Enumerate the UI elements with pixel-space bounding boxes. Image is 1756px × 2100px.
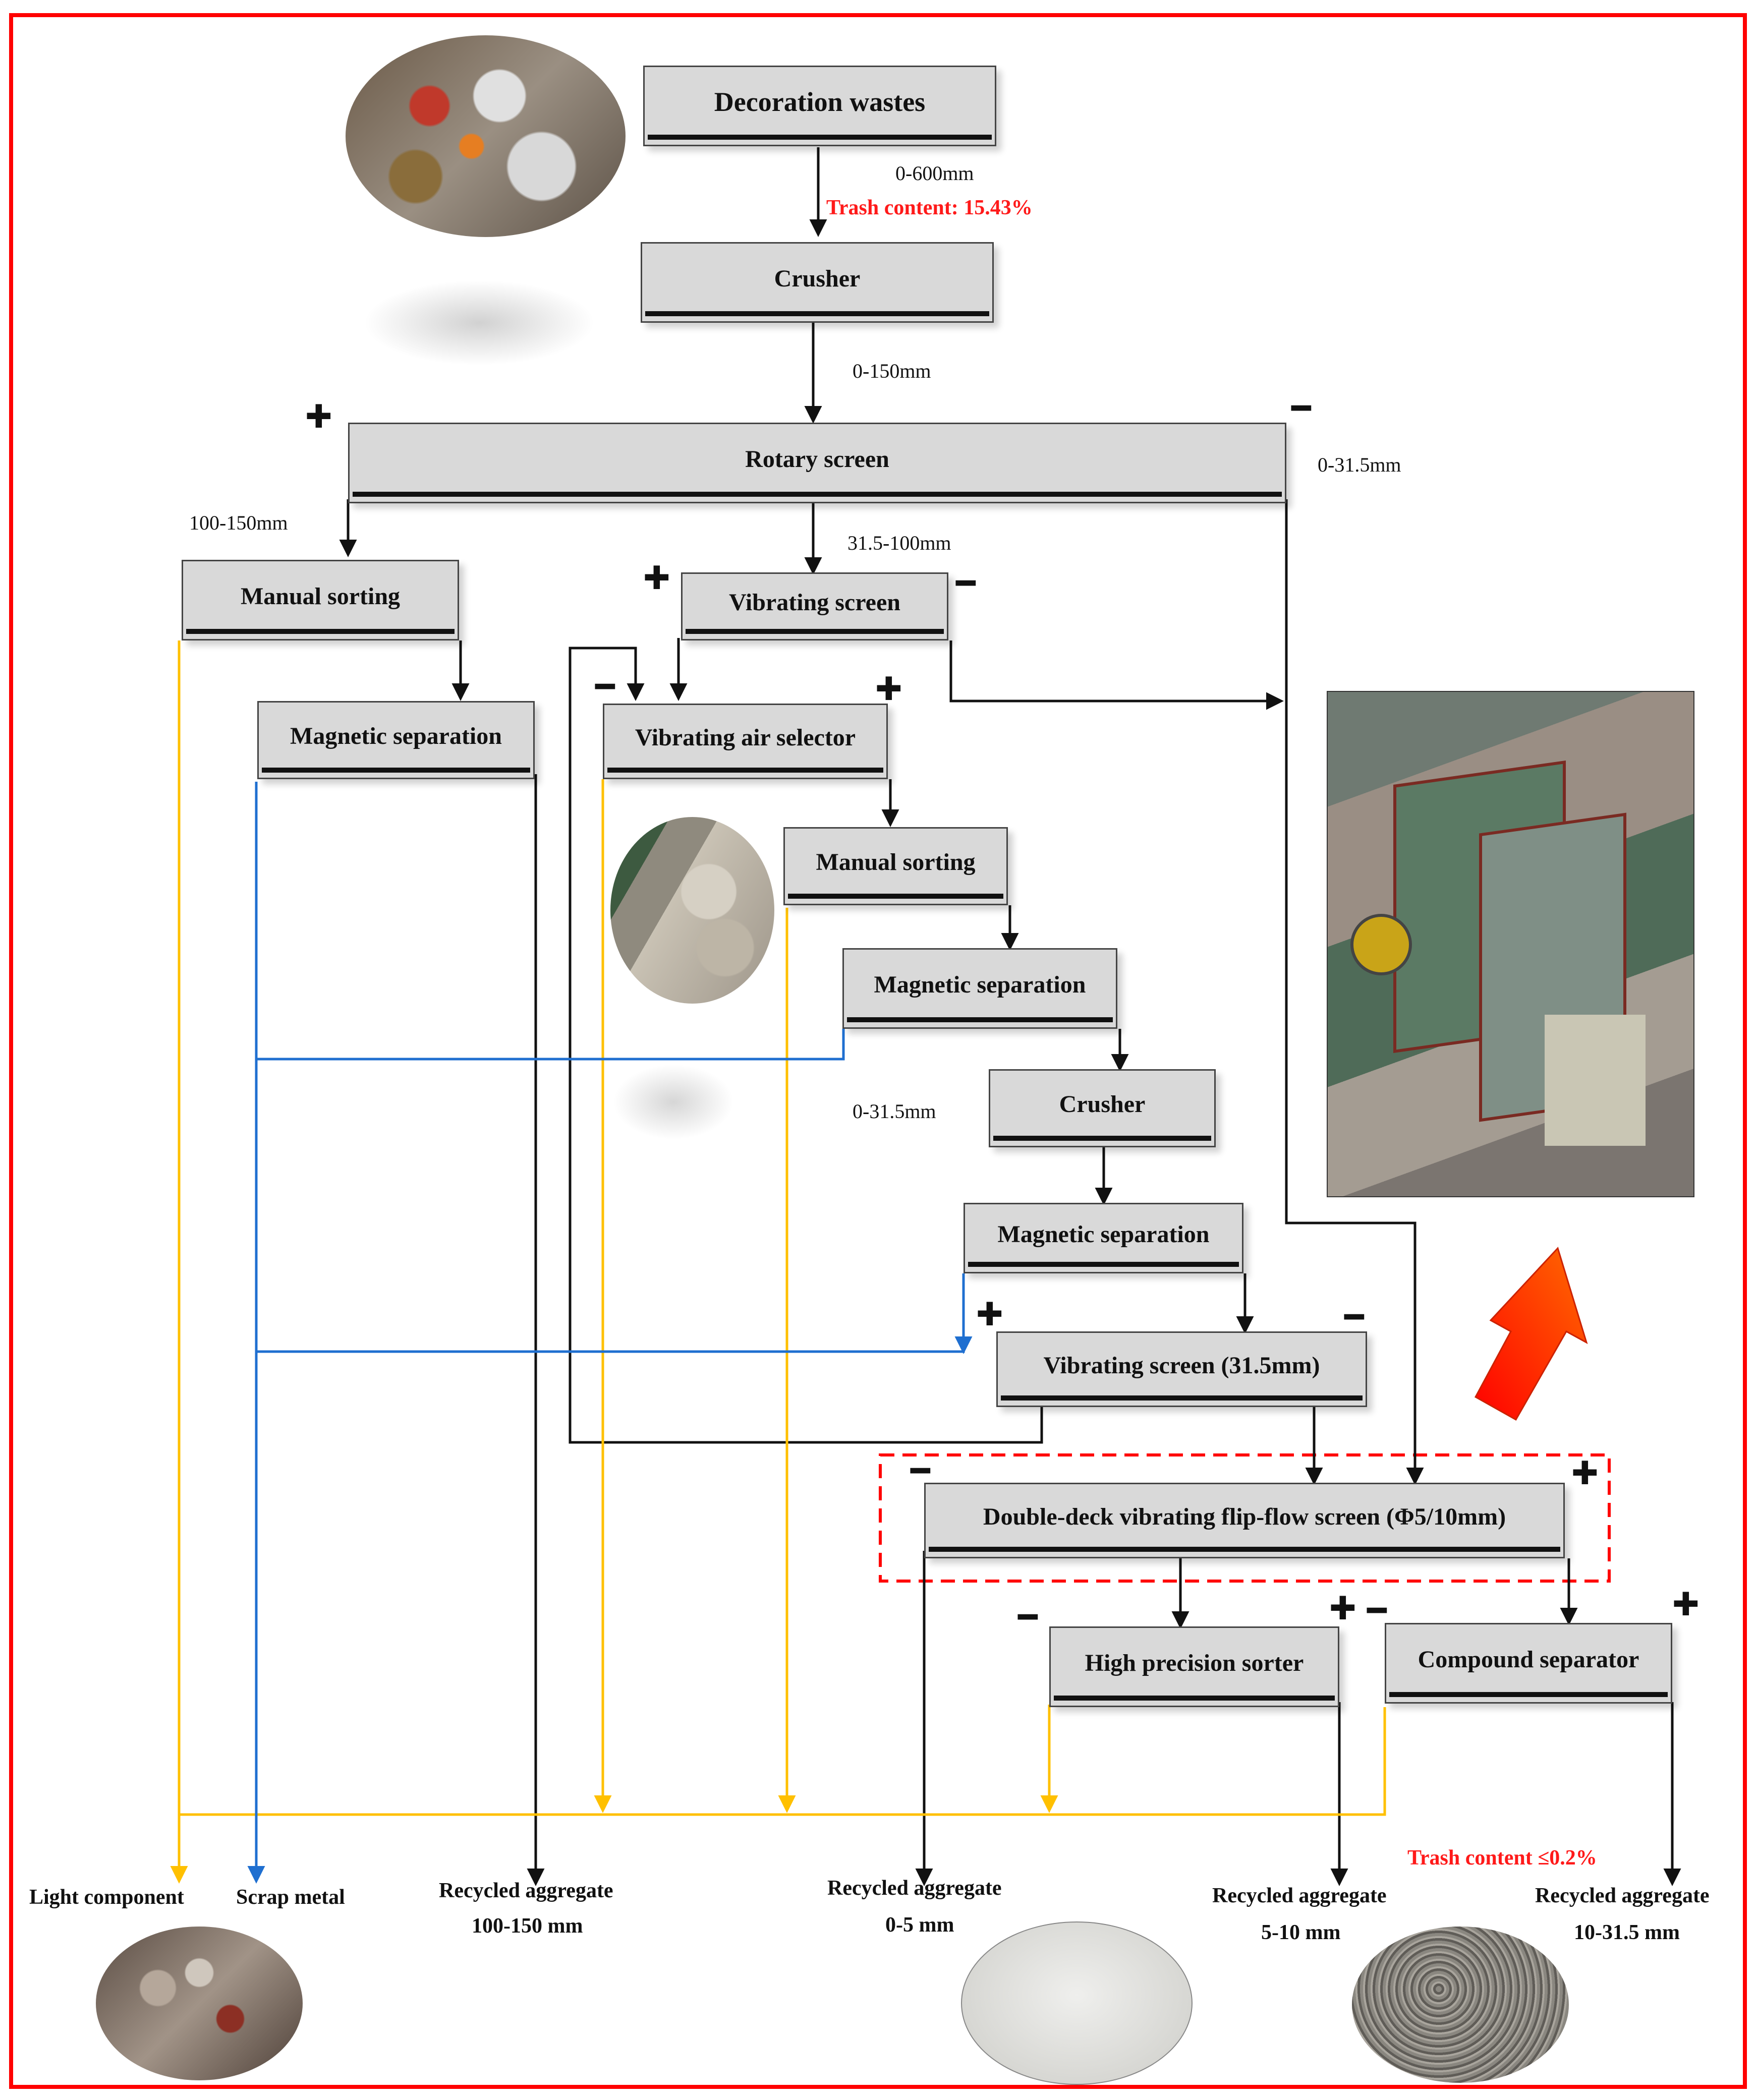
coarse-aggregate-photo [1352, 1927, 1569, 2083]
crusher-box-2: Crusher [989, 1069, 1216, 1147]
decoration-wastes-label: Decoration wastes [714, 87, 926, 117]
fine-aggregate-photo [961, 1921, 1193, 2085]
magnetic-separation-2-label: Magnetic separation [874, 971, 1086, 998]
plus-sign: ✚ [305, 398, 332, 436]
vibrating-screen-1-label: Vibrating screen [729, 589, 900, 616]
air-selector-shadow [613, 1064, 734, 1140]
trash-content-input-label: Trash content: 15.43% [826, 196, 1033, 219]
ra-100-150-size: 100-150 mm [472, 1914, 583, 1938]
vibrating-air-selector-box: Vibrating air selector [603, 704, 888, 779]
size-label-0-31-5-crusher: 0-31.5mm [853, 1100, 936, 1123]
minus-sign: ━ [595, 668, 615, 706]
ra-0-5-title: Recycled aggregate [827, 1877, 1002, 1900]
ra-10-31-size: 10-31.5 mm [1574, 1921, 1680, 1944]
high-precision-sorter-label: High precision sorter [1085, 1649, 1304, 1676]
size-label-100-150: 100-150mm [189, 511, 288, 534]
decoration-wastes-box: Decoration wastes [643, 66, 996, 146]
scrap-metal-label: Scrap metal [236, 1886, 345, 1909]
magnetic-separation-box-3: Magnetic separation [964, 1203, 1243, 1273]
light-component-photo [96, 1927, 303, 2080]
manual-sorting-2-label: Manual sorting [816, 849, 976, 876]
size-label-0-31-5-rotary: 0-31.5mm [1318, 453, 1401, 476]
minus-sign: ━ [956, 565, 976, 602]
vibrating-screen-box-2: Vibrating screen (31.5mm) [996, 1331, 1367, 1407]
rotary-screen-label: Rotary screen [745, 445, 889, 473]
plus-sign: ✚ [643, 560, 670, 597]
flip-flow-screen-box: Double-deck vibrating flip-flow screen (… [924, 1483, 1565, 1558]
vibrating-screen-box-1: Vibrating screen [681, 572, 948, 640]
manual-sorting-box-2: Manual sorting [783, 827, 1008, 905]
magnetic-separation-box-1: Magnetic separation [257, 701, 535, 779]
minus-sign: ━ [1018, 1599, 1038, 1636]
minus-sign: ━ [1344, 1299, 1364, 1336]
outer-frame [9, 13, 1747, 2089]
plus-sign: ✚ [875, 671, 902, 708]
compound-separator-box: Compound separator [1385, 1623, 1672, 1704]
vibrating-air-selector-label: Vibrating air selector [635, 724, 856, 751]
compound-separator-label: Compound separator [1418, 1646, 1639, 1673]
decoration-waste-shadow [363, 280, 595, 366]
flip-flow-highlight [879, 1453, 1611, 1583]
ra-5-10-size: 5-10 mm [1261, 1921, 1341, 1944]
trash-content-output-label: Trash content ≤0.2% [1407, 1846, 1597, 1870]
crusher-box-1: Crusher [641, 242, 994, 323]
flip-flow-screen-label: Double-deck vibrating flip-flow screen (… [983, 1503, 1506, 1530]
magnetic-separation-1-label: Magnetic separation [290, 723, 502, 749]
ra-100-150-title: Recycled aggregate [439, 1879, 613, 1902]
decoration-waste-photo [346, 35, 626, 237]
ra-0-5-size: 0-5 mm [885, 1913, 954, 1937]
ra-10-31-title: Recycled aggregate [1535, 1884, 1710, 1907]
size-label-0-600: 0-600mm [895, 162, 974, 185]
air-selector-photo [610, 817, 774, 1004]
crusher-1-label: Crusher [774, 265, 861, 292]
magnetic-separation-3-label: Magnetic separation [997, 1220, 1210, 1248]
manual-sorting-1-label: Manual sorting [240, 582, 401, 610]
light-component-label: Light component [29, 1886, 184, 1909]
big-red-arrow [1474, 1247, 1588, 1421]
magnetic-separation-box-2: Magnetic separation [842, 948, 1117, 1029]
size-label-31-5-100: 31.5-100mm [847, 532, 951, 554]
manual-sorting-box-1: Manual sorting [182, 560, 459, 640]
size-label-0-150: 0-150mm [853, 360, 931, 382]
plus-sign: ✚ [1329, 1590, 1356, 1627]
minus-sign: ━ [1367, 1592, 1387, 1629]
vibrating-screen-2-label: Vibrating screen (31.5mm) [1043, 1352, 1320, 1379]
flip-flow-screen-photo [1327, 691, 1694, 1197]
ra-5-10-title: Recycled aggregate [1212, 1884, 1387, 1907]
minus-sign: ━ [1291, 390, 1311, 427]
plus-sign: ✚ [1571, 1455, 1599, 1492]
plus-sign: ✚ [976, 1296, 1003, 1333]
rotary-screen-box: Rotary screen [348, 423, 1286, 503]
high-precision-sorter-box: High precision sorter [1049, 1626, 1339, 1707]
crusher-2-label: Crusher [1059, 1091, 1146, 1118]
plus-sign: ✚ [1672, 1586, 1700, 1623]
minus-sign: ━ [911, 1452, 930, 1490]
